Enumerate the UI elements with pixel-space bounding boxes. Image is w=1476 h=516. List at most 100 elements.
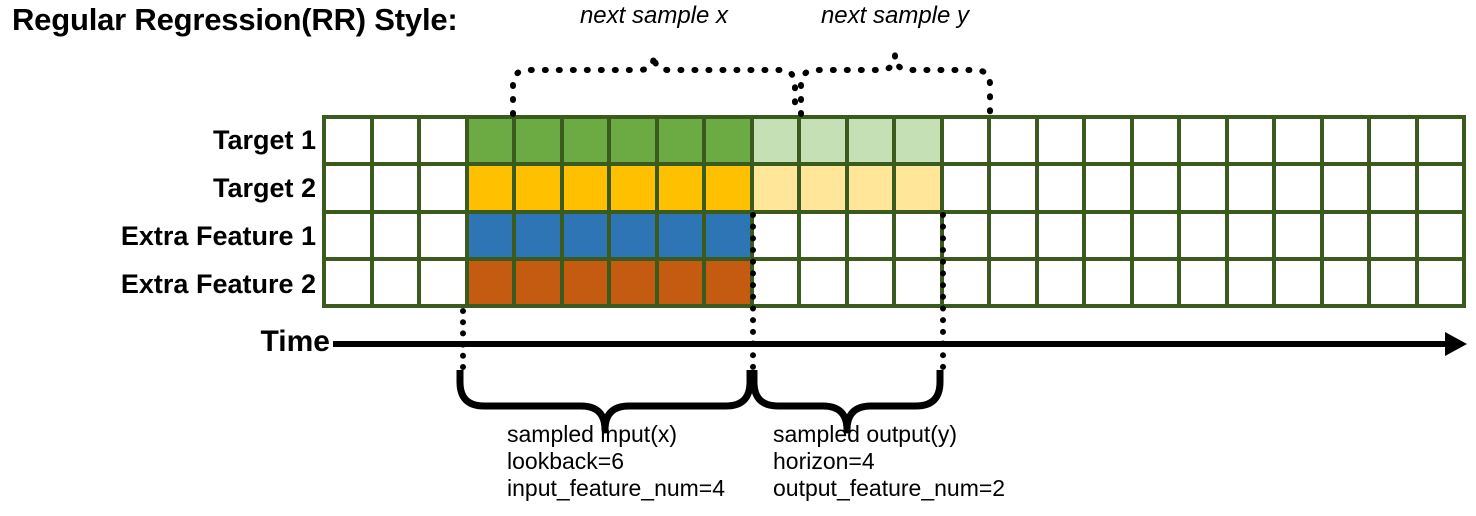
- grid-cell-r2-c12: [848, 166, 892, 210]
- row-label-extra-feature-2: Extra Feature 2: [120, 269, 316, 299]
- row-label-extra-feature-1: Extra Feature 1: [120, 221, 316, 251]
- grid-cell-r3-c22: [1323, 213, 1367, 257]
- grid-cell-r3-c3: [421, 213, 465, 257]
- grid-cell-r4-c2: [373, 260, 417, 304]
- grid-cell-r4-c4: [468, 260, 512, 304]
- grid-cell-r4-c17: [1086, 260, 1130, 304]
- grid-cell-r2-c23: [1371, 166, 1415, 210]
- grid-cell-r2-c7: [611, 166, 655, 210]
- sampled-output-horizon: horizon=4: [773, 448, 875, 474]
- grid-cell-r2-c4: [468, 166, 512, 210]
- grid-cell-r3-c8: [658, 213, 702, 257]
- grid-cell-r2-c15: [991, 166, 1035, 210]
- grid-cell-r3-c13: [896, 213, 940, 257]
- grid-cell-r3-c10: [753, 213, 797, 257]
- grid-cell-r3-c16: [1038, 213, 1082, 257]
- guide-line-window-end: [940, 212, 946, 370]
- grid-cell-r4-c22: [1323, 260, 1367, 304]
- grid-cell-r2-c14: [943, 166, 987, 210]
- grid-cell-r3-c5: [516, 213, 560, 257]
- grid-cell-r4-c18: [1133, 260, 1177, 304]
- grid-cell-r3-c6: [563, 213, 607, 257]
- bottom-caption-sampled-output: sampled output(y) horizon=4 output_featu…: [773, 421, 1005, 502]
- grid-cell-r3-c23: [1371, 213, 1415, 257]
- grid-cell-r1-c12: [848, 119, 892, 163]
- grid-cell-r2-c3: [421, 166, 465, 210]
- grid-cell-r2-c8: [658, 166, 702, 210]
- grid-cell-r4-c5: [516, 260, 560, 304]
- grid-cell-r4-c19: [1181, 260, 1225, 304]
- grid-cell-r1-c2: [373, 119, 417, 163]
- grid-cell-r1-c5: [516, 119, 560, 163]
- grid-cell-r1-c11: [801, 119, 845, 163]
- grid-cell-r3-c4: [468, 213, 512, 257]
- grid-cell-r2-c11: [801, 166, 845, 210]
- grid-cell-r1-c10: [753, 119, 797, 163]
- grid-cell-r2-c9: [706, 166, 750, 210]
- grid-cell-r1-c20: [1228, 119, 1272, 163]
- grid-cell-r4-c1: [326, 260, 370, 304]
- grid-cell-r4-c10: [753, 260, 797, 304]
- grid-cell-r4-c23: [1371, 260, 1415, 304]
- grid-cell-r1-c23: [1371, 119, 1415, 163]
- sampled-input-lookback: lookback=6: [507, 448, 624, 474]
- grid-cell-r3-c7: [611, 213, 655, 257]
- sampled-output-title: sampled output(y): [773, 421, 958, 447]
- grid-cell-r3-c9: [706, 213, 750, 257]
- guide-line-input-output-split: [750, 212, 756, 370]
- grid-cell-r4-c15: [991, 260, 1035, 304]
- grid-cell-r4-c9: [706, 260, 750, 304]
- grid-cell-r2-c2: [373, 166, 417, 210]
- grid-cell-r3-c15: [991, 213, 1035, 257]
- grid-cell-r4-c6: [563, 260, 607, 304]
- grid-cell-r3-c18: [1133, 213, 1177, 257]
- grid-cell-r1-c15: [991, 119, 1035, 163]
- page-title: Regular Regression(RR) Style:: [12, 2, 458, 37]
- grid-cell-r2-c19: [1181, 166, 1225, 210]
- row-label-target-1: Target 1: [212, 125, 316, 155]
- grid-cell-r1-c4: [468, 119, 512, 163]
- grid-cell-r1-c18: [1133, 119, 1177, 163]
- grid-cell-r1-c14: [943, 119, 987, 163]
- bottom-caption-sampled-input: sampled input(x) lookback=6 input_featur…: [507, 421, 725, 502]
- grid-cell-r4-c7: [611, 260, 655, 304]
- grid-cell-r3-c14: [943, 213, 987, 257]
- grid-cell-r4-c21: [1276, 260, 1320, 304]
- grid-cell-r2-c16: [1038, 166, 1082, 210]
- grid-cell-r2-c10: [753, 166, 797, 210]
- grid-cell-r1-c3: [421, 119, 465, 163]
- grid-cell-r1-c1: [326, 119, 370, 163]
- sampled-input-title: sampled input(x): [507, 421, 678, 447]
- grid-cell-r1-c17: [1086, 119, 1130, 163]
- top-brace-caption-next-sample-y: next sample y: [820, 2, 970, 29]
- sampled-input-feature-num: input_feature_num=4: [507, 475, 726, 501]
- grid-cell-r2-c20: [1228, 166, 1272, 210]
- grid-cell-r4-c3: [421, 260, 465, 304]
- grid-cell-r1-c7: [611, 119, 655, 163]
- time-axis-label: Time: [260, 325, 330, 358]
- grid-cell-r4-c13: [896, 260, 940, 304]
- grid-cell-r2-c21: [1276, 166, 1320, 210]
- grid-cell-r2-c17: [1086, 166, 1130, 210]
- grid-cell-r3-c11: [801, 213, 845, 257]
- grid-cell-r2-c5: [516, 166, 560, 210]
- grid-cell-r4-c8: [658, 260, 702, 304]
- grid-cell-r1-c21: [1276, 119, 1320, 163]
- grid-cell-r3-c24: [1418, 213, 1462, 257]
- grid-cell-r2-c13: [896, 166, 940, 210]
- grid-cell-r2-c18: [1133, 166, 1177, 210]
- top-brace-caption-next-sample-x: next sample x: [579, 2, 729, 29]
- sampled-output-feature-num: output_feature_num=2: [773, 475, 1006, 501]
- grid-cell-r1-c22: [1323, 119, 1367, 163]
- row-label-target-2: Target 2: [212, 173, 316, 203]
- grid-cell-r1-c6: [563, 119, 607, 163]
- grid-cell-r3-c1: [326, 213, 370, 257]
- grid-cell-r4-c20: [1228, 260, 1272, 304]
- grid-cell-r3-c12: [848, 213, 892, 257]
- grid-cell-r2-c22: [1323, 166, 1367, 210]
- grid-cell-r2-c6: [563, 166, 607, 210]
- grid-cell-r1-c19: [1181, 119, 1225, 163]
- grid-cell-r1-c8: [658, 119, 702, 163]
- grid-cell-r1-c16: [1038, 119, 1082, 163]
- grid-cell-r4-c11: [801, 260, 845, 304]
